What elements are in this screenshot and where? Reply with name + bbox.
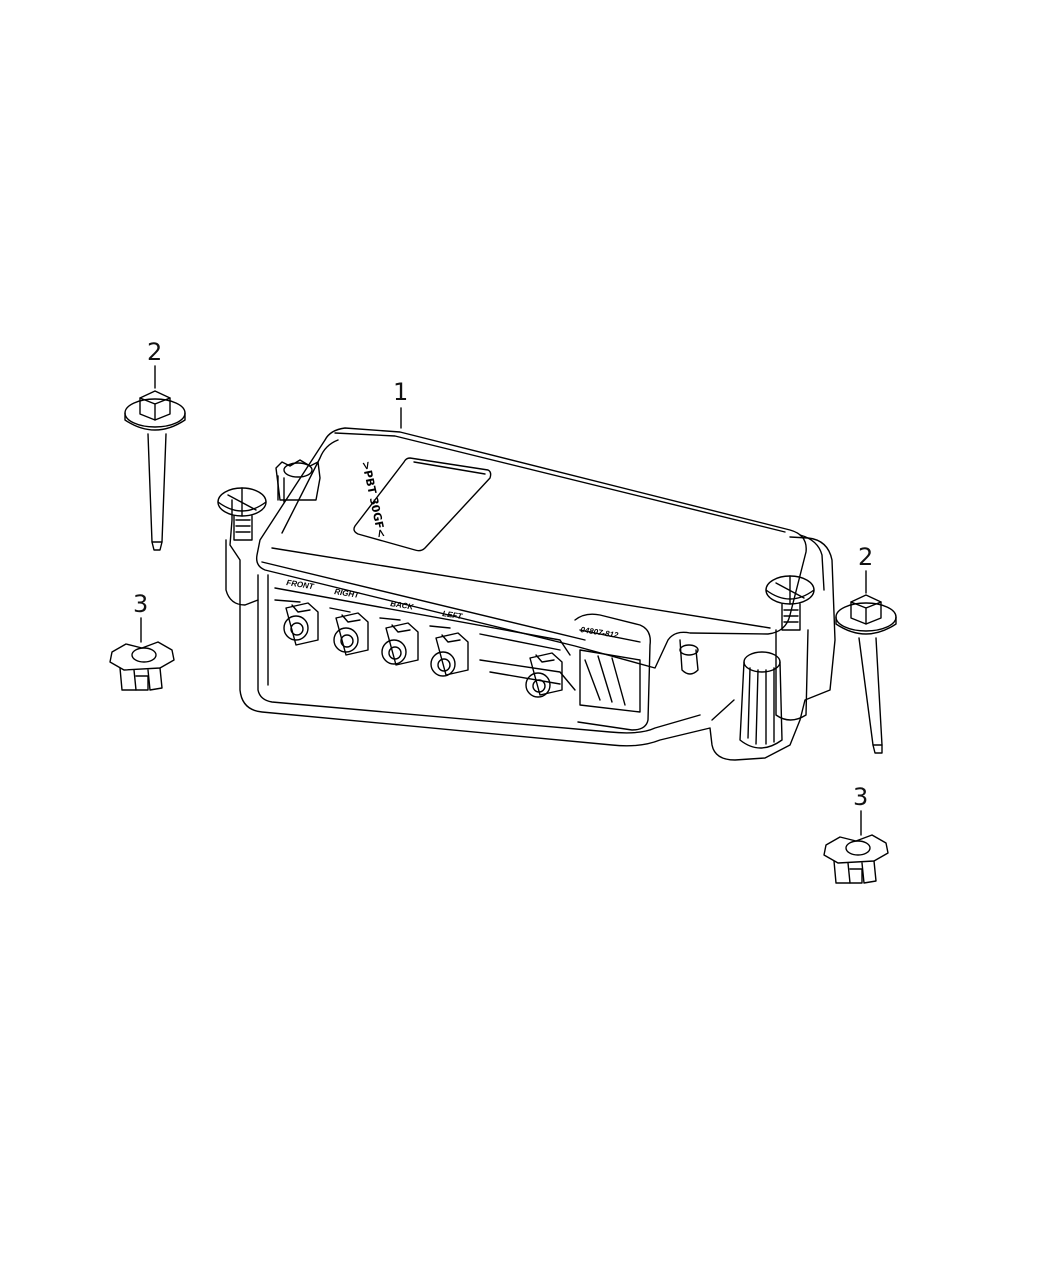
callout-2-right: 2 [858,543,874,571]
clip-nut-left [109,641,175,691]
callout-1: 1 [393,378,409,406]
port-label-right: RIGHT [334,587,361,600]
bolt-left [124,390,186,551]
left-grommet [217,487,267,606]
coax-connector-aux [525,652,563,698]
coax-connector-left [430,632,469,677]
left-rear-boss [275,459,321,503]
callout-3-left: 3 [133,590,149,618]
port-label-left: LEFT [442,609,464,621]
port-label-back: BACK [390,599,415,612]
port-label-front: FRONT [286,578,316,591]
coax-connector-front [283,602,319,646]
coax-connector-right [333,612,369,656]
right-grommet [765,575,815,721]
clip-nut-right [823,834,889,884]
right-front-boss [711,651,783,749]
callout-3-right: 3 [853,783,869,811]
module-part-1 [229,427,836,761]
lid-marking: >PBT 30GF< [359,460,388,539]
bolt-right [835,594,897,754]
callout-2-left: 2 [147,338,163,366]
coax-connector-back [381,622,419,666]
connector-part-number: 04807-812 [580,625,620,640]
